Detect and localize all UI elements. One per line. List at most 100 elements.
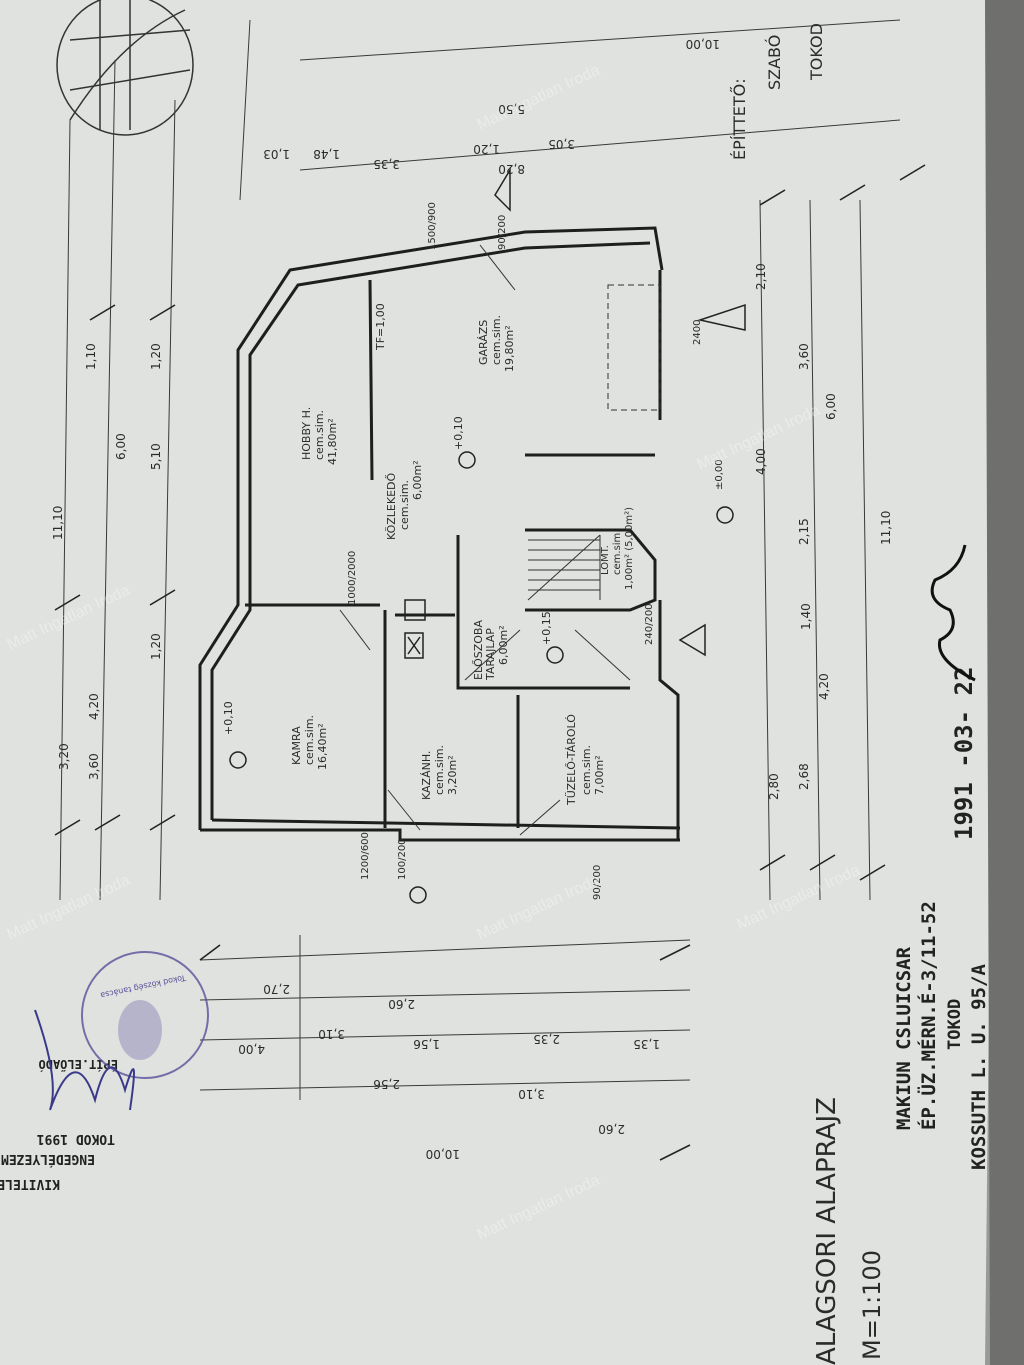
- room-tuzelo-tarolo: TÜZELŐ-TÁROLÓ cem.sim. 7,00m²: [564, 714, 606, 806]
- drawing-scale: M=1:100: [858, 1250, 886, 1360]
- room-floor: cem.sim.: [313, 410, 326, 460]
- dimension-text: 2,68: [797, 763, 811, 790]
- room-name: KAMRA: [290, 726, 303, 765]
- dimension-total: 11,10: [51, 506, 65, 540]
- designer-town: TOKOD: [945, 999, 965, 1050]
- room-garazs: GARÁZS cem.sim. 19,80m² TF=1,00: [374, 303, 516, 372]
- dimension-text: 3,05: [548, 137, 575, 151]
- opening-text: 1500/900: [427, 202, 438, 250]
- section-markers: [494, 167, 746, 657]
- room-floor: cem.sim.: [398, 480, 411, 530]
- wall-partition: [368, 279, 374, 481]
- opening-text: 1200/600: [360, 832, 371, 880]
- dimension-text: 2,70: [263, 982, 290, 996]
- room-kamra: KAMRA cem.sim. 16,40m² +0,10: [222, 701, 329, 770]
- room-floor: cem.sim.: [490, 315, 503, 365]
- room-area: 6,00m²: [497, 625, 510, 665]
- approval-line-3: TOKOD 1991: [37, 1131, 115, 1146]
- room-name: KÖZLEKEDŐ: [384, 472, 398, 540]
- dimension-text: 4,20: [817, 673, 831, 700]
- dimension-text: 5,50: [498, 102, 525, 116]
- dimension-text: 1,03: [263, 147, 290, 161]
- opening-text: 240/200: [644, 603, 655, 645]
- paper-sheet: [0, 0, 1000, 1365]
- room-name: HOBBY H.: [300, 407, 313, 460]
- opening-text: 2400: [692, 320, 703, 345]
- level-label: ±0,00: [714, 459, 725, 490]
- dimension-text: 1,20: [473, 142, 500, 156]
- dimension-text: 1,20: [149, 633, 163, 660]
- room-area: 19,80m²: [503, 325, 516, 372]
- drawing-title: ALAGSORI ALAPRAJZ: [812, 1097, 842, 1365]
- room-area: 6,00m²: [411, 460, 424, 500]
- room-area: 1,00m² (5,00m²): [624, 507, 635, 590]
- north-arrow-icon: [56, 0, 194, 136]
- approval-signature: [34, 1009, 135, 1111]
- approval-line-2: ENGEDÉLYEZEM: [1, 1151, 95, 1167]
- dimension-text: 1,35: [633, 1037, 660, 1051]
- dimension-text: 2,10: [754, 263, 768, 290]
- approval-line-1: KIVITELEZÉSRE: [0, 1176, 60, 1192]
- dimension-text: 3,20: [57, 743, 71, 770]
- room-name: TÜZELŐ-TÁROLÓ: [564, 714, 578, 806]
- room-eloszoba: ELŐSZOBA TARAJLAP 6,00m² +0,15: [471, 611, 553, 681]
- dimension-text: 1,20: [149, 343, 163, 370]
- room-area: 41,80m²: [326, 418, 339, 465]
- designer-name: MAKIUN CSLUICSAR: [893, 946, 915, 1130]
- designer-registration: ÉP.ÜZ.MÉRN.É-3/11-52: [916, 901, 940, 1130]
- wall-lomt: [525, 528, 657, 612]
- opening-text: 90/200: [592, 865, 603, 900]
- bottom-wall: [200, 828, 680, 842]
- room-floor: cem.sim.: [612, 530, 623, 575]
- dimension-text: 4,00: [754, 448, 768, 475]
- room-name: LOMT.: [600, 545, 611, 575]
- official-seal: [81, 951, 209, 1079]
- dimension-text: 3,60: [87, 753, 101, 780]
- room-hobby: HOBBY H. cem.sim. 41,80m² +0,10: [300, 407, 465, 465]
- room-floor: cem.sim.: [580, 745, 593, 795]
- garage-door: [607, 284, 661, 411]
- opening-text: 1000/2000: [347, 551, 358, 605]
- dimension-text: 2,60: [388, 997, 415, 1011]
- dimension-text: 4,20: [87, 693, 101, 720]
- dimension-text: 3,10: [318, 1027, 345, 1041]
- dimension-text: 2,60: [598, 1122, 625, 1136]
- dimension-text: 1,10: [84, 343, 98, 370]
- dimension-text: 1,48: [313, 147, 340, 161]
- dimension-ticks: [54, 164, 926, 1161]
- room-lomt: LOMT. cem.sim. 1,00m² (5,00m²) ±0,00: [600, 459, 725, 590]
- dimension-labels-bottom: 2,80 2,68 4,20 1,40 2,15 4,00 3,60 2,10 …: [754, 263, 893, 800]
- designer-address: KOSSUTH L. U. 95/A: [968, 964, 990, 1170]
- wall-eloszoba: [456, 535, 630, 690]
- dimension-text: 2,35: [533, 1032, 560, 1046]
- room-kazan: KAZÁNH. cem.sim. 3,20m²: [420, 745, 459, 800]
- opening-text: 90/200: [497, 215, 508, 250]
- level-markers: [229, 451, 734, 904]
- room-kozlekedo: KÖZLEKEDŐ cem.sim. 6,00m²: [384, 460, 424, 540]
- level-label: +0,15: [540, 611, 553, 645]
- room-floor: cem.sim.: [433, 745, 446, 795]
- room-name: ELŐSZOBA: [471, 620, 485, 680]
- client-name: SZABÓ: [765, 35, 784, 90]
- dimension-labels-top: 3,60 4,20 3,20 1,20 5,10 6,00 1,20 1,10 …: [51, 343, 163, 780]
- dimension-text: 6,00: [114, 433, 128, 460]
- dimension-text: 5,10: [149, 443, 163, 470]
- room-name: KAZÁNH.: [420, 751, 433, 800]
- dimension-labels-left: 4,00 2,56 2,60 3,10 1,56 2,35 1,35 2,60 …: [238, 982, 660, 1161]
- stairs: [527, 534, 601, 601]
- dimension-text: 8,20: [498, 162, 525, 176]
- opening-text: 100/200: [397, 838, 408, 880]
- right-wall-lower: [658, 600, 680, 840]
- client-label: ÉPÍTTETŐ:: [729, 78, 749, 160]
- dimension-text: 3,10: [518, 1087, 545, 1101]
- room-area: 16,40m²: [316, 723, 329, 770]
- title-block: ALAGSORI ALAPRAJZ M=1:100 MAKIUN CSLUICS…: [729, 23, 990, 1365]
- dimension-text: 4,00: [238, 1042, 265, 1056]
- dimension-text: 2,56: [373, 1077, 400, 1091]
- dimension-text: 2,15: [797, 518, 811, 545]
- dimension-text: 1,40: [799, 603, 813, 630]
- level-label: +0,10: [452, 416, 465, 450]
- designer-signature: [930, 544, 976, 682]
- outer-wall: [198, 226, 664, 830]
